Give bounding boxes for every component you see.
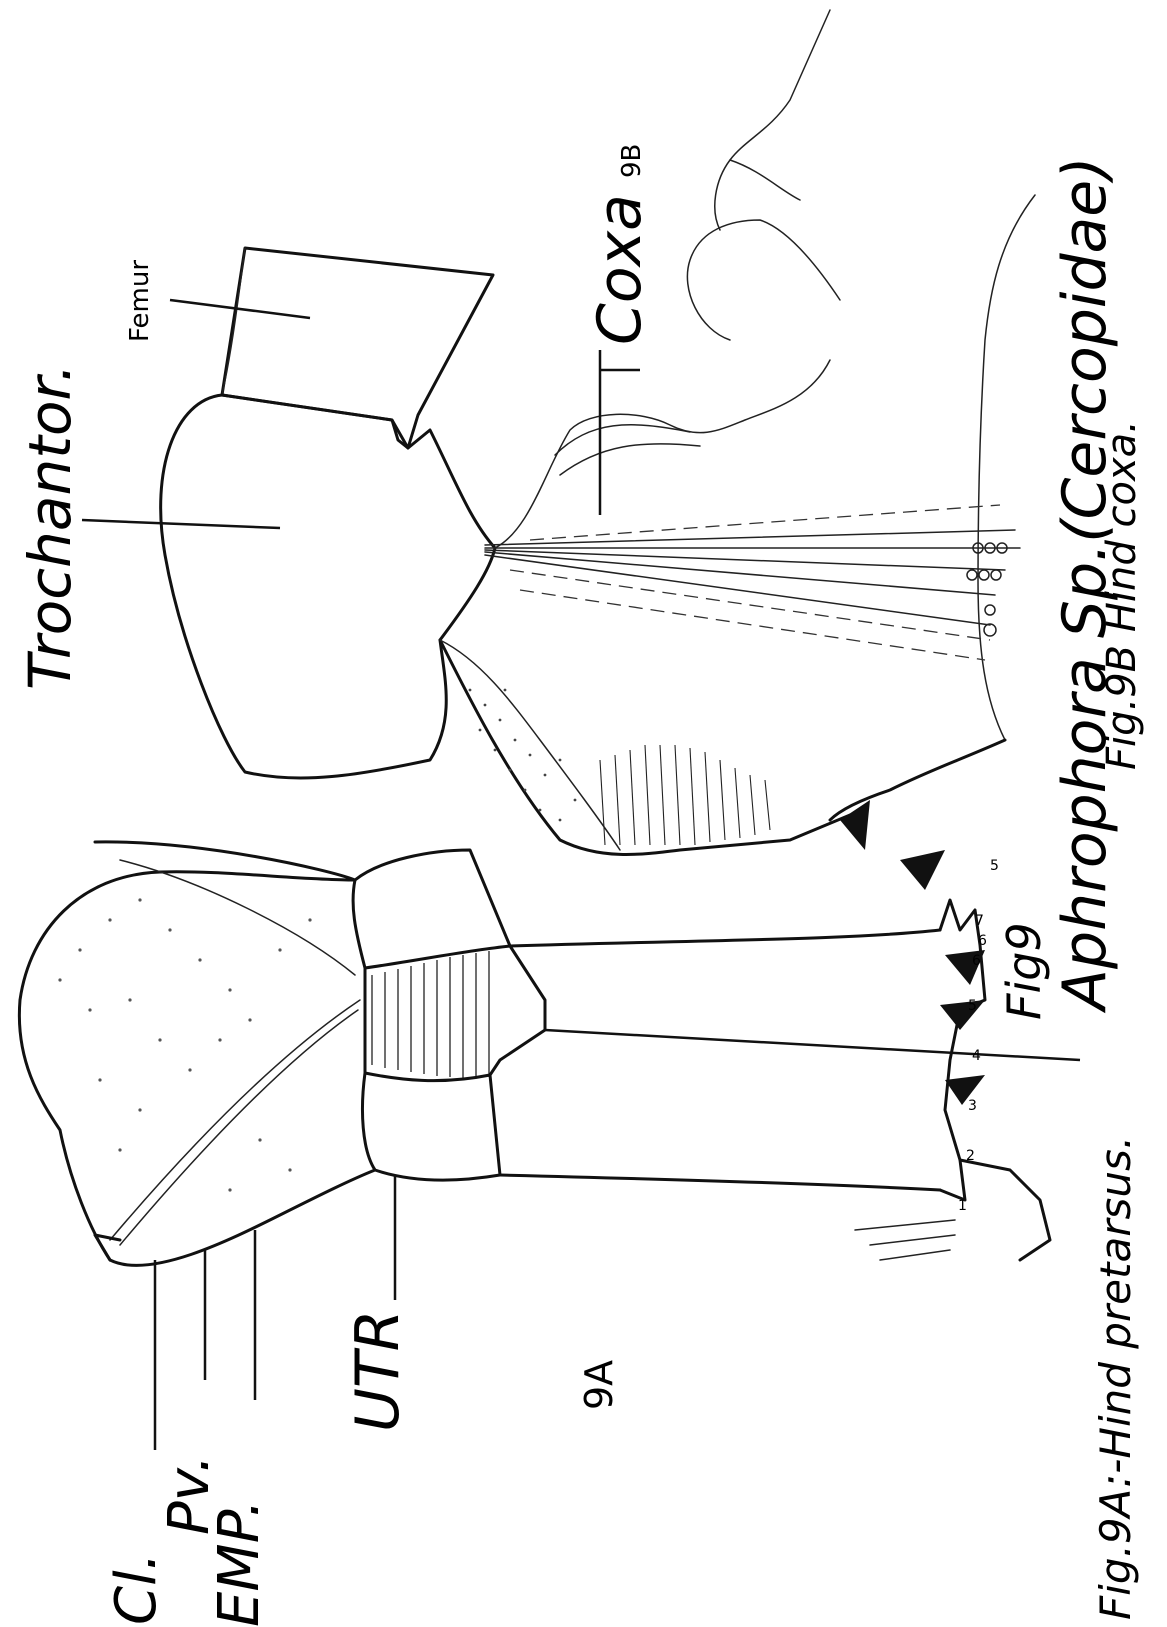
- trochantor-drawing: [82, 395, 495, 778]
- coxa-drawing: [440, 10, 1035, 854]
- femur-drawing: [170, 248, 493, 448]
- tooth-number-4: 4: [972, 1048, 981, 1064]
- tooth-number-2: 2: [966, 1148, 975, 1164]
- label-trochantor: Trochantor.: [16, 364, 84, 690]
- coxa-stippling: [469, 689, 577, 822]
- label-emp: EMP.: [207, 1499, 272, 1627]
- tooth-number-3: 3: [968, 1098, 977, 1114]
- label-utr: UTR: [343, 1310, 413, 1432]
- label-coxa-fig: 9B: [617, 144, 647, 178]
- label-cl: Cl.: [104, 1553, 169, 1625]
- utr-hatching: [372, 951, 489, 1078]
- tooth-number-6: 6: [972, 953, 981, 969]
- tooth-number-5b: 5: [990, 858, 999, 874]
- tarsal-teeth: [840, 800, 1050, 1260]
- label-coxa: Coxa: [585, 194, 655, 345]
- pulvillus-lobes: [19, 842, 375, 1266]
- tooth-number-5: 5: [968, 998, 977, 1014]
- pulvillus-stippling: [58, 898, 311, 1191]
- caption-fig9a: Fig.9A:-Hind pretarsus.: [1091, 1136, 1140, 1620]
- coxa-hair-hatching: [600, 745, 770, 845]
- caption-fig9b: Fig.9B Hind coxa.: [1099, 420, 1145, 770]
- tooth-number-6b: 6: [978, 933, 987, 949]
- tooth-number-1: 1: [958, 1198, 967, 1214]
- label-9a-panel: 9A: [577, 1360, 621, 1410]
- pretarsus-drawing: [353, 850, 1080, 1190]
- label-teeth-fig9: Fig9: [997, 922, 1051, 1020]
- tooth-number-7: 7: [975, 913, 984, 929]
- label-femur: Femur: [125, 260, 155, 342]
- coxa-bristles: [485, 505, 1020, 660]
